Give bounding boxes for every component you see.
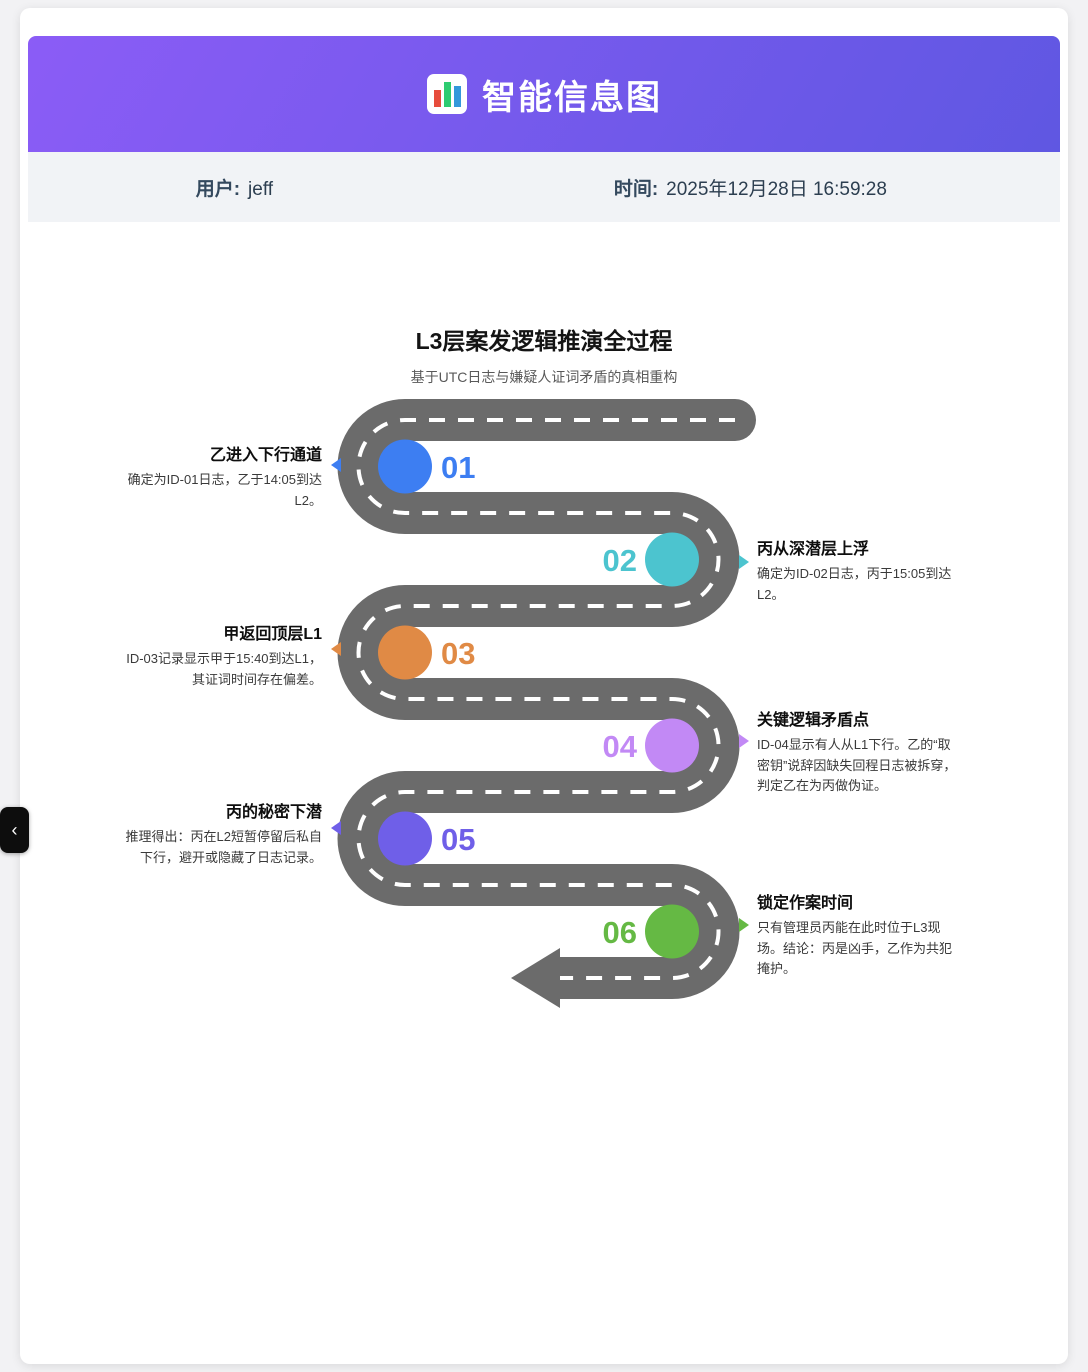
user-label: 用户: xyxy=(195,178,241,200)
step-card-1: 乙进入下行通道 确定为ID-01日志，乙于14:05到达L2。 xyxy=(122,441,322,511)
step-desc-4: ID-04显示有人从L1下行。乙的“取密钥”说辞因缺失回程日志被拆穿，判定乙在为… xyxy=(757,737,957,794)
infographic-title: L3层案发逻辑推演全过程 xyxy=(415,328,673,354)
step-desc-5: 推理得出：丙在L2短暂停留后私自下行，避开或隐藏了日志记录。 xyxy=(125,829,322,865)
step-title-6: 锁定作案时间 xyxy=(757,895,854,912)
header-banner: 智能信息图 xyxy=(28,36,1060,152)
step-desc-6: 只有管理员丙能在此时位于L3现场。结论：丙是凶手，乙作为共犯掩护。 xyxy=(757,920,953,977)
step-number-1: 01 xyxy=(441,450,475,485)
step-desc-2: 确定为ID-02日志，丙于15:05到达L2。 xyxy=(757,566,952,602)
step-card-6: 锁定作案时间 只有管理员丙能在此时位于L3现场。结论：丙是凶手，乙作为共犯掩护。 xyxy=(757,889,957,980)
step-card-4: 关键逻辑矛盾点 ID-04显示有人从L1下行。乙的“取密钥”说辞因缺失回程日志被… xyxy=(757,706,957,797)
step-number-4: 04 xyxy=(603,729,638,764)
timeline-road: 01 02 03 04 05 06 xyxy=(337,399,756,1008)
infographic-subtitle: 基于UTC日志与嫌疑人证词矛盾的真相重构 xyxy=(410,369,678,385)
bar-chart-icon xyxy=(427,74,467,114)
user-value: jeff xyxy=(248,178,274,200)
road-center-dashes xyxy=(356,418,735,980)
user-cell: 用户: jeff xyxy=(28,174,441,201)
infographic-stage: L3层案发逻辑推演全过程 基于UTC日志与嫌疑人证词矛盾的真相重构 01 02 … xyxy=(28,222,1060,1302)
step-marker-arrow-2 xyxy=(739,555,749,569)
step-node-1 xyxy=(378,439,432,494)
main-card: 智能信息图 用户: jeff 时间: 2025年12月28日 16:59:28 L3… xyxy=(20,8,1068,1364)
time-cell: 时间: 2025年12月28日 16:59:28 xyxy=(441,174,1060,201)
step-title-1: 乙进入下行通道 xyxy=(209,447,322,464)
step-marker-arrow-6 xyxy=(739,918,749,932)
step-title-4: 关键逻辑矛盾点 xyxy=(757,712,870,729)
side-drawer-handle[interactable]: ‹ xyxy=(0,807,29,853)
step-number-5: 05 xyxy=(441,822,475,857)
step-marker-arrow-3 xyxy=(331,642,341,656)
step-node-5 xyxy=(378,811,432,866)
step-title-3: 甲返回顶层L1 xyxy=(223,626,322,643)
step-desc-3: ID-03记录显示甲于15:40到达L1，其证词时间存在偏差。 xyxy=(126,651,322,687)
step-title-5: 丙的秘密下潜 xyxy=(225,804,322,821)
step-card-5: 丙的秘密下潜 推理得出：丙在L2短暂停留后私自下行，避开或隐藏了日志记录。 xyxy=(122,798,322,868)
road-arrowhead-icon xyxy=(511,948,560,1008)
step-desc-1: 确定为ID-01日志，乙于14:05到达L2。 xyxy=(127,472,322,508)
step-node-6 xyxy=(645,904,699,959)
time-value: 2025年12月28日 16:59:28 xyxy=(666,178,887,200)
step-marker-arrow-4 xyxy=(739,734,749,748)
step-title-2: 丙从深潜层上浮 xyxy=(757,541,870,558)
meta-bar: 用户: jeff 时间: 2025年12月28日 16:59:28 xyxy=(28,152,1060,222)
step-number-6: 06 xyxy=(603,915,637,950)
page-title: 智能信息图 xyxy=(482,78,662,117)
step-number-2: 02 xyxy=(603,543,637,578)
step-card-2: 丙从深潜层上浮 确定为ID-02日志，丙于15:05到达L2。 xyxy=(757,535,957,605)
chevron-left-icon: ‹ xyxy=(11,820,18,840)
step-node-4 xyxy=(645,718,699,773)
step-marker-arrow-5 xyxy=(331,821,341,835)
step-node-3 xyxy=(378,625,432,680)
time-label: 时间: xyxy=(613,178,659,200)
step-node-2 xyxy=(645,532,699,587)
step-marker-arrow-1 xyxy=(331,458,341,472)
step-number-3: 03 xyxy=(441,636,475,671)
step-card-3: 甲返回顶层L1 ID-03记录显示甲于15:40到达L1，其证词时间存在偏差。 xyxy=(122,620,322,690)
